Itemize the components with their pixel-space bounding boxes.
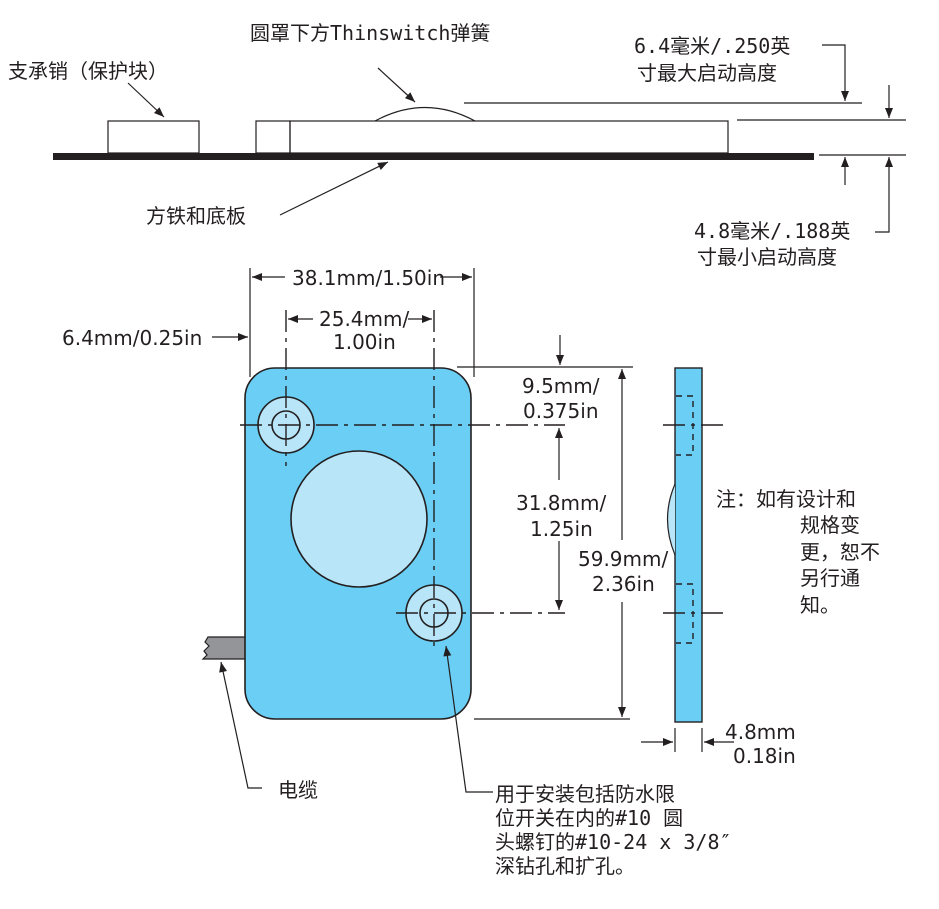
height-label-1: 59.9mm/ [578,547,668,571]
side-view: 支承销（保护块） 圆罩下方Thinswitch弹簧 方铁和底板 6.4毫米/.2… [8,21,906,269]
bearing-pin-block [107,120,200,154]
bearing-pin-leader [127,82,165,118]
note-line-1: 注：如有设计和 [716,487,856,511]
thickness-label-2: 0.18in [733,744,796,768]
thickness-label-1: 4.8mm [725,720,796,744]
cable-label: 电缆 [278,778,318,802]
max-height-callout [822,44,849,101]
top-offset-label-2: 0.375in [523,399,599,423]
disclaimer-note: 注：如有设计和 规格变 更，恕不 另行通 知。 [716,487,880,617]
bearing-pin-label: 支承销（保护块） [8,59,168,83]
sensor-connector-end [255,120,291,154]
min-height-label-2: 寸最小启动高度 [697,245,837,269]
cable-leader [219,661,262,789]
sensor-edge [674,367,703,723]
mount-note-line-3: 头螺钉的#10-24 x 3/8″ [495,830,732,854]
note-line-2: 规格变 [800,513,860,537]
sensor-body-side [289,120,729,154]
min-height-callout [875,157,893,233]
note-line-3: 更，恕不 [800,540,880,564]
spring-label: 圆罩下方Thinswitch弹簧 [250,21,490,45]
top-offset-label-1: 9.5mm/ [522,374,600,398]
base-plate-right [340,153,814,160]
mount-note-line-4: 深钻孔和扩孔。 [495,854,635,878]
cable [201,636,247,660]
note-line-4: 另行通 [800,566,860,590]
mount-hole-leader [443,645,493,793]
mount-note-line-1: 用于安装包括防水限 [495,782,675,806]
spring-dome [374,107,476,122]
vertical-spacing-label-1: 31.8mm/ [516,491,606,515]
edge-view: 4.8mm 0.18in [641,367,796,768]
mount-note-line-2: 位开关在内的#10 圆 [495,806,683,830]
front-view: 38.1mm/1.50in 25.4mm/ 1.00in 6.4mm/0.25i… [62,266,732,878]
base-plate [53,153,343,160]
hole-spacing-label-1: 25.4mm/ [319,307,409,331]
spring-leader [377,67,416,103]
min-height-label-1: 4.8毫米/.188英 [694,219,850,243]
max-height-label-1: 6.4毫米/.250英 [634,34,790,58]
width-dim-label: 38.1mm/1.50in [292,266,445,290]
base-label: 方铁和底板 [146,204,246,228]
max-height-label-2: 寸最大启动高度 [637,61,777,85]
base-leader [279,161,389,216]
sensing-area [290,450,428,588]
edge-bulge [666,483,676,556]
height-label-2: 2.36in [592,572,655,596]
vertical-spacing-label-2: 1.25in [530,517,593,541]
hole-spacing-label-2: 1.00in [333,330,396,354]
edge-offset-label: 6.4mm/0.25in [62,326,202,350]
note-line-5: 知。 [800,593,840,617]
